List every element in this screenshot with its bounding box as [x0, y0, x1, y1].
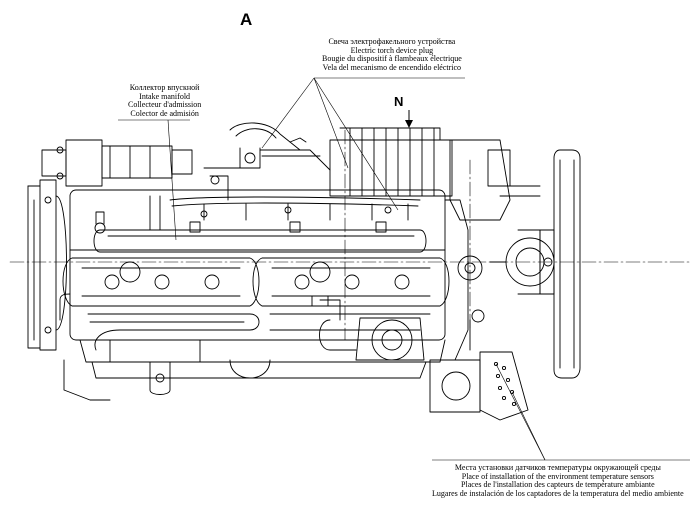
glow-plug-wires: [203, 122, 331, 201]
cylinder-head-left: [62, 257, 260, 307]
fan: [539, 149, 581, 379]
lower-right-accessories: [429, 309, 485, 413]
starter-motor: [41, 139, 193, 187]
leader-lines: [118, 77, 690, 461]
glow-plug-label: Свеча электрофакельного устройства Elect…: [322, 37, 462, 72]
temperature-sensors-label: Места установки датчиков температуры окр…: [432, 463, 684, 498]
view-letter: A: [240, 10, 253, 29]
glow-plug-label-fr: Bougie du dispositif à flambeaux électri…: [322, 54, 462, 64]
temperature-sensors-label-fr: Places de l'installation des capteurs de…: [461, 480, 655, 490]
intake-manifold-label: Коллектор впускной Intake manifold Colle…: [128, 83, 202, 118]
direction-arrow: [405, 110, 413, 128]
glow-plug-label-ru: Свеча электрофакельного устройства: [328, 37, 456, 46]
intake-manifold-label-ru: Коллектор впускной: [129, 83, 200, 92]
rocker-cover-block: [329, 127, 453, 197]
glow-plug-label-en: Electric torch device plug: [350, 45, 434, 55]
intake-manifold-label-fr: Collecteur d'admission: [128, 100, 202, 110]
oil-pan: [109, 339, 271, 395]
flywheel-housing: [27, 179, 67, 351]
left-pipe: [59, 293, 111, 401]
temperature-sensors-label-es: Lugares de instalación de los captadores…: [432, 488, 684, 498]
intake-manifold-label-es: Colector de admisión: [130, 108, 199, 118]
cylinder-head-right: [252, 257, 450, 307]
temperature-sensors-label-ru: Места установки датчиков температуры окр…: [454, 463, 661, 472]
temperature-sensors-label-en: Place of installation of the environment…: [461, 471, 654, 481]
center-axis-lines: [9, 129, 691, 341]
intake-manifold-label-en: Intake manifold: [139, 91, 191, 101]
intake-manifold: [93, 195, 427, 253]
turbocharger: [311, 295, 425, 361]
front-cover: [444, 139, 541, 361]
glow-plug-label-es: Vela del mecanismo de encendido eléctric…: [322, 62, 462, 72]
exhaust-pipes: [87, 313, 431, 351]
engine-block: [69, 189, 446, 379]
arrow-direction-letter: N: [394, 94, 404, 109]
fuel-lines: [169, 196, 421, 221]
